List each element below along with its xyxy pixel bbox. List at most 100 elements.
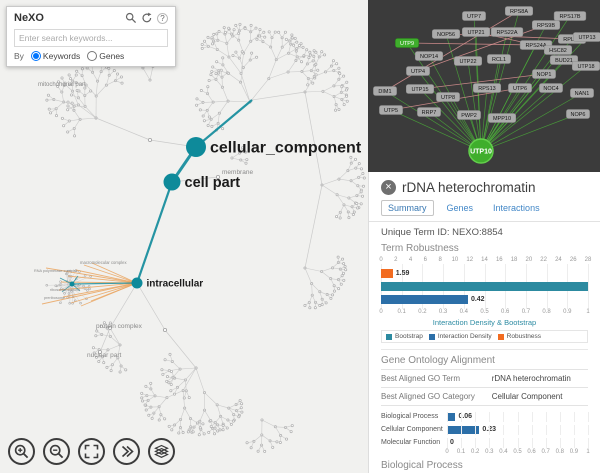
gene-node-label: UTP13 — [578, 35, 595, 41]
gene-node-RPS13[interactable] — [473, 83, 501, 93]
gene-node-NOP56[interactable] — [432, 29, 460, 39]
gene-node-NAN1[interactable] — [570, 88, 594, 98]
gene-node-BUD21[interactable] — [550, 55, 578, 65]
zoom-in-icon — [14, 444, 29, 459]
legend-bootstrap[interactable]: Bootstrap — [386, 333, 423, 340]
radio-keywords[interactable]: Keywords — [30, 51, 81, 61]
term-label: protein complex — [96, 323, 143, 330]
term-label: intracellular — [147, 279, 204, 290]
radio-genes[interactable]: Genes — [87, 51, 124, 61]
term-label: preribosome — [44, 296, 65, 300]
go-term-value: rDNA heterochromatin — [491, 374, 571, 383]
gene-node-RPS17B[interactable] — [553, 11, 587, 21]
gene-node-UTP10[interactable] — [468, 138, 494, 164]
gene-node-label: NOP6 — [571, 112, 586, 118]
term-node-cellular-component[interactable] — [186, 137, 206, 157]
gene-node-UTP21[interactable] — [462, 27, 490, 37]
layers-button[interactable] — [148, 438, 175, 465]
layers-icon — [154, 444, 169, 458]
gene-node-MPP10[interactable] — [488, 113, 516, 123]
gene-node-label: UTP15 — [411, 87, 428, 93]
go-term-label: Best Aligned GO Term — [381, 374, 460, 383]
gene-node-UTP7[interactable] — [462, 11, 486, 21]
gene-node-RPS8A[interactable] — [505, 6, 533, 16]
close-icon[interactable]: × — [381, 180, 396, 195]
graph-toolbar — [8, 438, 175, 465]
table-row: Best Aligned GO Category Cellular Compon… — [381, 388, 588, 406]
reset-icon[interactable] — [141, 12, 153, 24]
gene-node-UTP6[interactable] — [508, 83, 532, 93]
gene-node-HSC82[interactable] — [544, 45, 572, 55]
gene-node-label: RPS22A — [496, 30, 517, 36]
fit-to-screen-button[interactable] — [78, 438, 105, 465]
unique-term-id: Unique Term ID: NEXO:8854 — [381, 227, 503, 238]
gene-node-RPS22A[interactable] — [490, 27, 524, 37]
robustness-legend: Bootstrap Interaction Density Robustness — [381, 330, 588, 343]
expand-arrows-button[interactable] — [113, 438, 140, 465]
alignment-category-label: Cellular Component — [381, 426, 443, 433]
gene-node-UTP22[interactable] — [454, 56, 482, 66]
gene-node-UTP4[interactable] — [406, 66, 430, 76]
tab-genes[interactable]: Genes — [446, 203, 474, 213]
gene-node-label: UTP8 — [441, 95, 455, 101]
search-input[interactable] — [14, 29, 168, 47]
gene-node-UTP9[interactable] — [395, 38, 419, 48]
zoom-out-button[interactable] — [43, 438, 70, 465]
term-label: RNA polymerase complex — [34, 269, 78, 273]
zoom-in-button[interactable] — [8, 438, 35, 465]
search-icon[interactable] — [125, 12, 137, 24]
gene-node-label: NOP14 — [420, 54, 438, 60]
alignment-bar — [447, 412, 456, 421]
gene-node-UTP5[interactable] — [379, 105, 403, 115]
gene-node-RPS9B[interactable] — [532, 20, 560, 30]
alignment-value: 0.23 — [482, 426, 496, 433]
tab-summary[interactable]: Summary — [381, 200, 434, 216]
gene-node-UTP8[interactable] — [436, 92, 460, 102]
term-node-intracellular[interactable] — [131, 277, 143, 289]
gene-node-PWP2[interactable] — [457, 110, 481, 120]
gene-node-UTP15[interactable] — [406, 84, 434, 94]
term-label: nuclear part — [87, 352, 122, 359]
term-label: cell part — [185, 175, 241, 191]
gene-node-label: UTP6 — [513, 86, 527, 92]
help-icon[interactable]: ? — [157, 12, 168, 24]
gene-node-DIM1[interactable] — [373, 86, 397, 96]
alignment-row: Cellular Component 0.23 — [381, 423, 589, 436]
gene-node-NOP6[interactable] — [566, 109, 590, 119]
alignment-bar — [447, 425, 480, 434]
go-category-value: Cellular Component — [491, 392, 563, 401]
gene-node-label: RPS9B — [537, 23, 555, 29]
search-by-label: By — [14, 51, 24, 61]
gene-node-label: RPS24A — [525, 43, 546, 49]
search-panel: NeXO ? By Keywords Gen — [6, 6, 176, 67]
gene-node-RCL1[interactable] — [487, 54, 511, 64]
gene-node-NOP1[interactable] — [532, 69, 556, 79]
gene-node-label: NAN1 — [575, 91, 590, 97]
gene-node-RRP7[interactable] — [417, 107, 441, 117]
legend-interaction-density[interactable]: Interaction Density — [428, 333, 492, 340]
term-label: cellular_component — [210, 140, 362, 157]
term-details-panel: × rDNA heterochromatin Summary Genes Int… — [368, 172, 600, 473]
tab-interactions[interactable]: Interactions — [493, 203, 540, 213]
gene-node-RPS24A[interactable] — [519, 40, 553, 50]
legend-robustness[interactable]: Robustness — [497, 333, 541, 340]
gene-node-label: NOP56 — [437, 32, 455, 38]
term-label: macromolecular complex — [80, 260, 127, 265]
gene-node-NOC4[interactable] — [539, 83, 563, 93]
robustness-x-axis-label: Interaction Density & Bootstrap — [432, 318, 537, 327]
gene-node-NOP14[interactable] — [415, 51, 443, 61]
alignment-category-label: Biological Process — [381, 413, 439, 420]
radio-genes-label: Genes — [99, 51, 125, 61]
gene-node-label: RPS17B — [559, 14, 580, 20]
term-node-cell-part[interactable] — [163, 173, 181, 191]
gene-node-label: RCL1 — [492, 57, 506, 63]
gene-node-label: MPP10 — [493, 116, 511, 122]
robustness-bar — [381, 269, 393, 278]
gene-node-UTP13[interactable] — [573, 32, 600, 42]
radio-keywords-label: Keywords — [42, 51, 81, 61]
